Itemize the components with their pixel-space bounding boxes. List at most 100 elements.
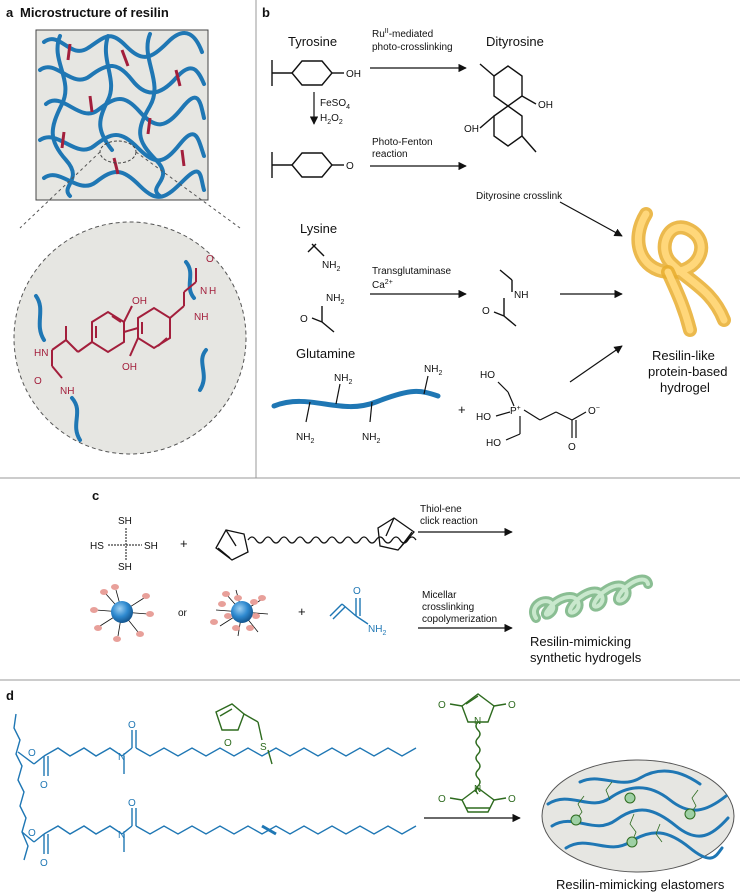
plus-c-2: + (298, 604, 306, 619)
tyrosine-label: Tyrosine (288, 34, 337, 49)
arrow-thpp-to-hydrogel (569, 345, 623, 383)
dityrosine-label: Dityrosine (486, 34, 544, 49)
dityrosine-structure (51, 268, 197, 379)
dityrosine-b-structure (479, 63, 537, 153)
synthetic-hydrogel-label-2: synthetic hydrogels (530, 650, 642, 665)
phenoxyl-o: O (346, 161, 354, 172)
hydrogel-label-3: hydrogel (660, 380, 710, 395)
phenoxyl-structure (271, 152, 344, 178)
panel-b: b Tyrosine OH RuII-mediated photo-crossl… (262, 5, 731, 453)
label-nh-right: NH (194, 312, 208, 323)
dityrosine-atom-labels: OH HN O NH OH O N H NH O (34, 254, 216, 397)
panel-a: a Microstructure of resilin (6, 5, 247, 455)
bismaleimide-structure (449, 693, 507, 813)
amide-n-2: N (118, 830, 125, 841)
lysine-nh2: NH2 (322, 260, 340, 273)
polymer-amine-sidechains (305, 375, 429, 423)
acrylamide-structure (329, 598, 369, 625)
lysine-label: Lysine (300, 221, 337, 236)
hydrogel-knot-icon (631, 207, 731, 337)
panel-d: d O (6, 688, 735, 892)
panel-b-letter: b (262, 5, 270, 20)
ru-label: RuII-mediated (372, 28, 433, 40)
panel-c: c SH HS SH SH + Thiol-ene click reaction (90, 488, 653, 665)
hydrogel-label-1: Resilin-like (652, 348, 715, 363)
amide-n-1: N (118, 752, 125, 763)
inset-blue-chains (34, 260, 208, 442)
ester-o-3: O (40, 858, 48, 869)
polymer-nh2-1: NH2 (296, 432, 314, 445)
thpp-structure (495, 381, 587, 441)
maleimide-n-2: N (474, 784, 481, 795)
isopeptide-structure (493, 269, 517, 327)
thiol-sh-bottom: SH (118, 562, 132, 573)
furan-o: O (224, 738, 232, 749)
lysine-structure (307, 243, 325, 257)
furan-thioether-structure (215, 703, 273, 765)
maleimide-o-3: O (438, 794, 446, 805)
amide-o-2: O (128, 798, 136, 809)
label-oh-top: OH (132, 296, 147, 307)
arrow-dityrosine-to-hydrogel (559, 201, 623, 237)
polymer-d-structure (13, 713, 417, 861)
thiol-sh-top: SH (118, 516, 132, 527)
glutamine-o: O (300, 314, 308, 325)
thioether-s: S (260, 742, 267, 753)
transglutaminase-label: Transglutaminase (372, 266, 452, 277)
micellar-label-2: crosslinking (422, 602, 474, 613)
maleimide-o-4: O (508, 794, 516, 805)
tetrathiol-structure (108, 528, 142, 560)
label-h-right: H (209, 286, 216, 297)
thpp-ho-3: HO (486, 438, 501, 449)
acrylamide-o: O (353, 586, 361, 597)
dityrosine-crosslink-label: Dityrosine crosslink (476, 191, 563, 202)
thpp-ho-2: HO (476, 412, 491, 423)
photo-fenton-label: Photo-Fenton (372, 137, 433, 148)
ester-o-1: O (40, 780, 48, 791)
micelle-1 (90, 584, 154, 642)
thpp-p: P+ (510, 405, 521, 417)
polymer-backbone (271, 388, 441, 410)
zoom-line-left (19, 151, 101, 229)
ester-o-2: O (28, 748, 36, 759)
feso4-label: FeSO4 (320, 98, 350, 111)
label-hn: HN (34, 348, 48, 359)
tyrosine-structure (271, 60, 344, 86)
photo-fenton-label-2: reaction (372, 149, 408, 160)
plus-c-1: + (180, 536, 188, 551)
isopeptide-nh: NH (514, 290, 528, 301)
elastomer-label: Resilin-mimicking elastomers (556, 877, 725, 892)
ester-o-4: O (28, 828, 36, 839)
panel-a-letter: a (6, 5, 14, 20)
micellar-label-1: Micellar (422, 590, 457, 601)
panel-dividers (0, 0, 740, 681)
ca-label: Ca2+ (372, 279, 393, 291)
elastomer-chains (546, 769, 730, 860)
glutamine-nh2: NH2 (326, 293, 344, 306)
panel-c-letter: c (92, 488, 99, 503)
panel-d-letter: d (6, 688, 14, 703)
glutamine-label: Glutamine (296, 346, 355, 361)
tyrosine-oh: OH (346, 69, 361, 80)
thiol-hs-left: HS (90, 541, 104, 552)
acrylamide-nh2: NH2 (368, 624, 386, 637)
label-o-right: O (206, 254, 214, 265)
maleimide-o-2: O (508, 700, 516, 711)
glutamine-structure (311, 306, 335, 333)
thpp-ho-1: HO (480, 370, 495, 381)
ru-label-2: photo-crosslinking (372, 42, 453, 53)
thpp-o-minus: O− (588, 405, 600, 417)
thpp-o: O (568, 442, 576, 453)
micellar-label-3: copolymerization (422, 614, 497, 625)
panel-a-title: Microstructure of resilin (20, 5, 169, 20)
hydrogel-label-2: protein-based (648, 364, 728, 379)
dityrosine-oh-top: OH (538, 100, 553, 111)
label-o-left: O (34, 376, 42, 387)
maleimide-n-1: N (474, 716, 481, 727)
h2o2-label: H2O2 (320, 113, 343, 126)
micelle-2 (210, 589, 269, 637)
polymer-nh2-4: NH2 (424, 364, 442, 377)
resilin-network-chains (38, 31, 206, 199)
label-oh-bottom: OH (122, 362, 137, 373)
